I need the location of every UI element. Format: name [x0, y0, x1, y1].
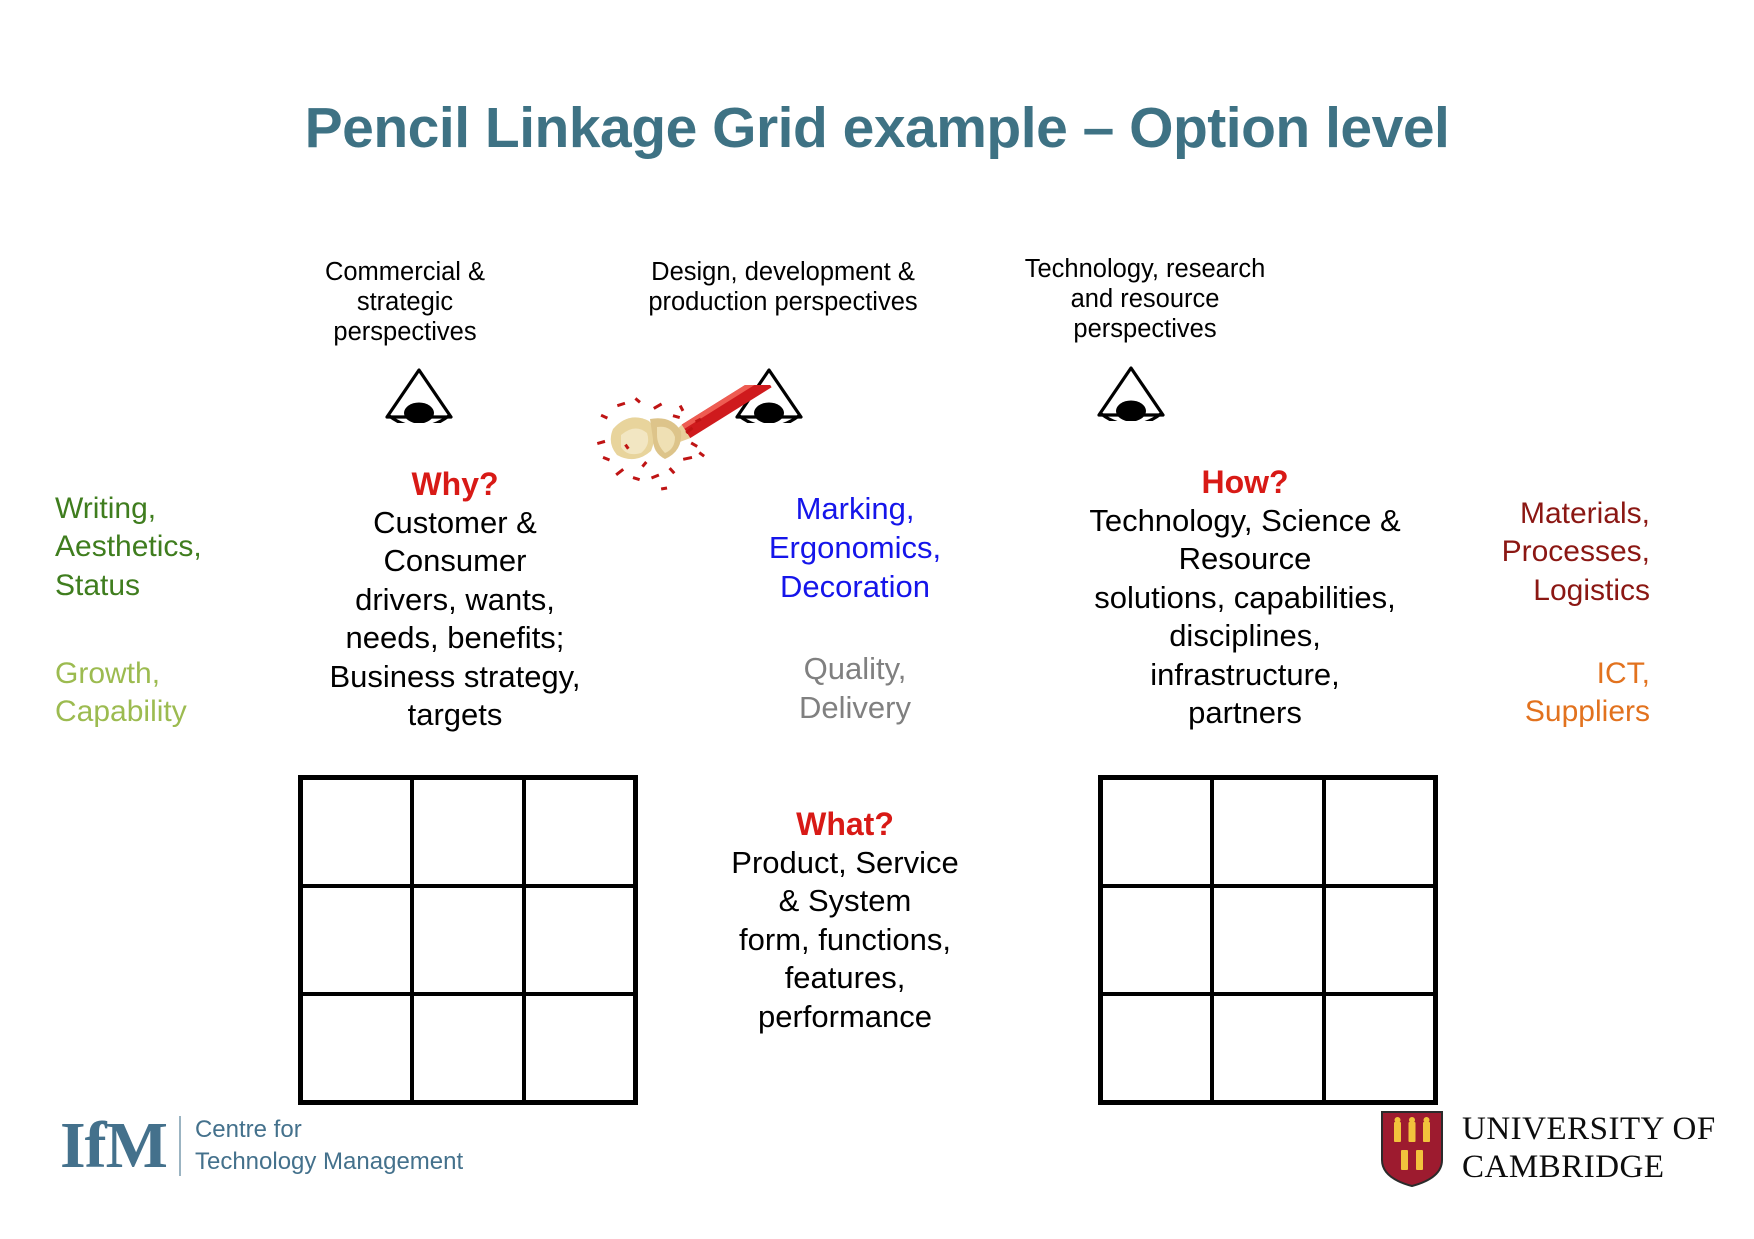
grid-cell[interactable]	[1214, 888, 1322, 992]
cambridge-wordmark: University of Cambridge	[1462, 1111, 1716, 1185]
ifm-logo: IfM Centre for Technology Management	[60, 1113, 463, 1179]
why-heading: Why?	[411, 466, 499, 502]
university-of-cambridge-logo: University of Cambridge	[1380, 1110, 1716, 1188]
grid-cell[interactable]	[1103, 996, 1211, 1100]
perspective-header-commercial: Commercial & strategic perspectives	[324, 258, 486, 346]
label-ict-suppliers: ICT, Suppliers	[1524, 657, 1650, 729]
grid-cell[interactable]	[414, 780, 522, 884]
grid-cell[interactable]	[303, 888, 411, 992]
pencil-shavings-image	[595, 373, 790, 500]
grid-cell[interactable]	[303, 780, 411, 884]
grid-cell[interactable]	[1325, 780, 1433, 884]
what-block: What? Product, Service & System form, fu…	[700, 805, 990, 1036]
how-block: How? Technology, Science & Resource solu…	[1050, 463, 1440, 733]
linkage-grid-left[interactable]	[298, 775, 638, 1105]
grid-cell[interactable]	[414, 996, 522, 1100]
grid-cell[interactable]	[1214, 996, 1322, 1100]
grid-cell[interactable]	[1103, 780, 1211, 884]
what-body: Product, Service & System form, function…	[731, 845, 959, 1034]
grid-cell[interactable]	[525, 996, 633, 1100]
why-body: Customer & Consumer drivers, wants, need…	[329, 505, 581, 733]
why-block: Why? Customer & Consumer drivers, wants,…	[290, 465, 620, 735]
label-materials-processes-logistics: Materials, Processes, Logistics	[1501, 497, 1650, 607]
grid-cell[interactable]	[1325, 888, 1433, 992]
logo-divider	[178, 1116, 181, 1176]
eye-icon	[1095, 365, 1167, 427]
ifm-wordmark: IfM	[60, 1109, 168, 1182]
grid-cell[interactable]	[1214, 780, 1322, 884]
cambridge-crest-icon	[1380, 1110, 1444, 1188]
label-marking-ergonomics-decoration: Marking, Ergonomics, Decoration	[768, 491, 942, 604]
grid-cell[interactable]	[525, 780, 633, 884]
what-heading: What?	[796, 806, 894, 842]
perspective-header-technology: Technology, research and resource perspe…	[1024, 255, 1266, 343]
linkage-grid-right[interactable]	[1098, 775, 1438, 1105]
how-body: Technology, Science & Resource solutions…	[1089, 503, 1401, 731]
label-growth-capability: Growth, Capability	[55, 657, 187, 729]
label-writing-aesthetics-status: Writing, Aesthetics, Status	[55, 492, 202, 602]
ifm-subtitle: Centre for Technology Management	[194, 1116, 464, 1175]
eye-icon	[383, 367, 455, 429]
page-title: Pencil Linkage Grid example – Option lev…	[304, 96, 1450, 160]
grid-cell[interactable]	[1325, 996, 1433, 1100]
label-quality-delivery: Quality, Delivery	[799, 651, 911, 725]
how-heading: How?	[1201, 464, 1289, 500]
perspective-header-design: Design, development & production perspec…	[648, 258, 918, 316]
grid-cell[interactable]	[1103, 888, 1211, 992]
grid-cell[interactable]	[414, 888, 522, 992]
grid-cell[interactable]	[303, 996, 411, 1100]
grid-cell[interactable]	[525, 888, 633, 992]
